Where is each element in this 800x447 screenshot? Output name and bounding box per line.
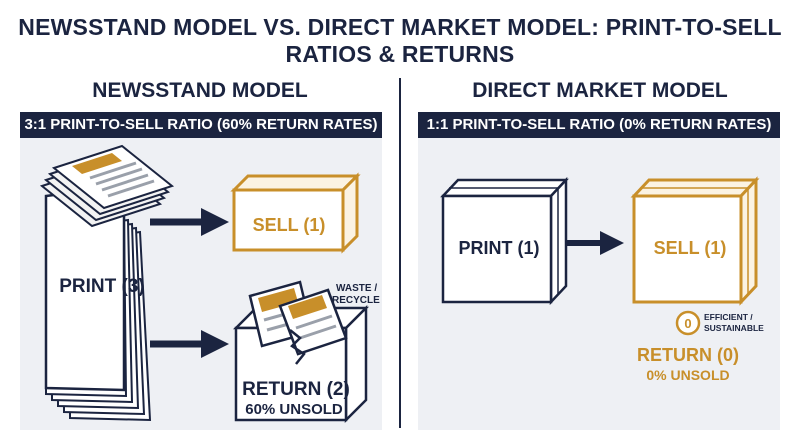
newsstand-sell-label: SELL (1) (253, 215, 326, 235)
direct-sell-label: SELL (1) (654, 238, 727, 258)
torn-newspaper-icon (248, 280, 348, 365)
efficient-label-line2: SUSTAINABLE (704, 323, 764, 333)
zero-badge-label: 0 (684, 316, 691, 331)
newsstand-heading: NEWSSTAND MODEL (92, 79, 308, 102)
zero-badge-icon (675, 310, 701, 336)
page-title: NEWSSTAND MODEL VS. DIRECT MARKET MODEL:… (18, 14, 782, 67)
direct-print-label: PRINT (1) (459, 238, 540, 258)
direct-heading: DIRECT MARKET MODEL (472, 79, 728, 102)
direct-sell-box-icon (630, 176, 760, 306)
waste-label-line1: WASTE / (336, 283, 377, 294)
direct-ratio-banner: 1:1 PRINT-TO-SELL RATIO (0% RETURN RATES… (418, 112, 780, 138)
newsstand-sell-box-icon (230, 172, 361, 254)
print-stack-icon (44, 184, 152, 422)
direct-print-box-icon (440, 176, 569, 306)
newsstand-ratio-banner: 3:1 PRINT-TO-SELL RATIO (60% RETURN RATE… (20, 112, 382, 138)
newsstand-print-label: PRINT (3) (59, 276, 145, 297)
direct-return-sub: 0% UNSOLD (646, 367, 729, 383)
newsstand-return-label: RETURN (2) (242, 379, 350, 400)
direct-return-label: RETURN (0) (637, 345, 739, 365)
waste-label-line2: RECYCLE (332, 295, 380, 306)
section-divider (399, 78, 401, 428)
efficient-label-line1: EFFICIENT / (704, 312, 753, 322)
newsstand-return-sub: 60% UNSOLD (245, 401, 343, 418)
newspaper-stack-icon (39, 144, 175, 228)
